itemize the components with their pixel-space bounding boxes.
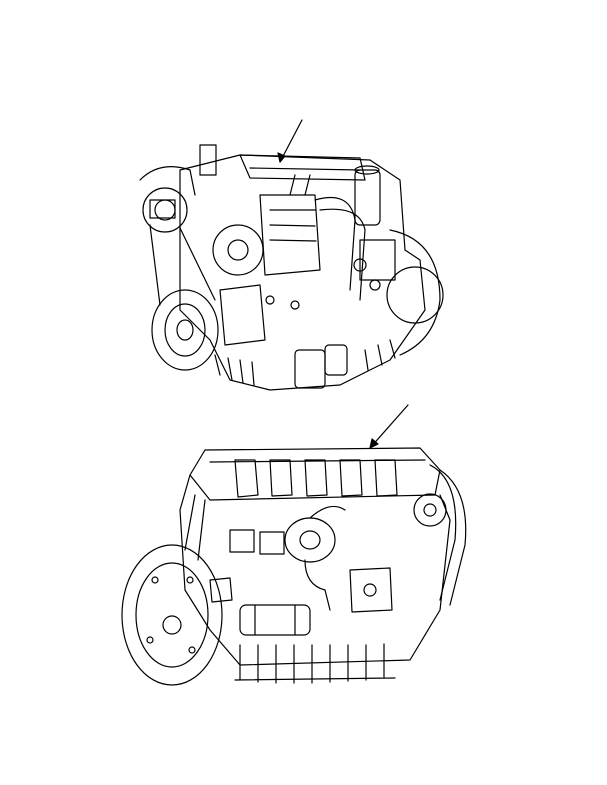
callout-arrow xyxy=(370,405,408,448)
callout-arrow xyxy=(278,120,302,162)
engine-front-view-illustration xyxy=(120,100,460,400)
engine-rear-view-illustration xyxy=(110,400,480,710)
